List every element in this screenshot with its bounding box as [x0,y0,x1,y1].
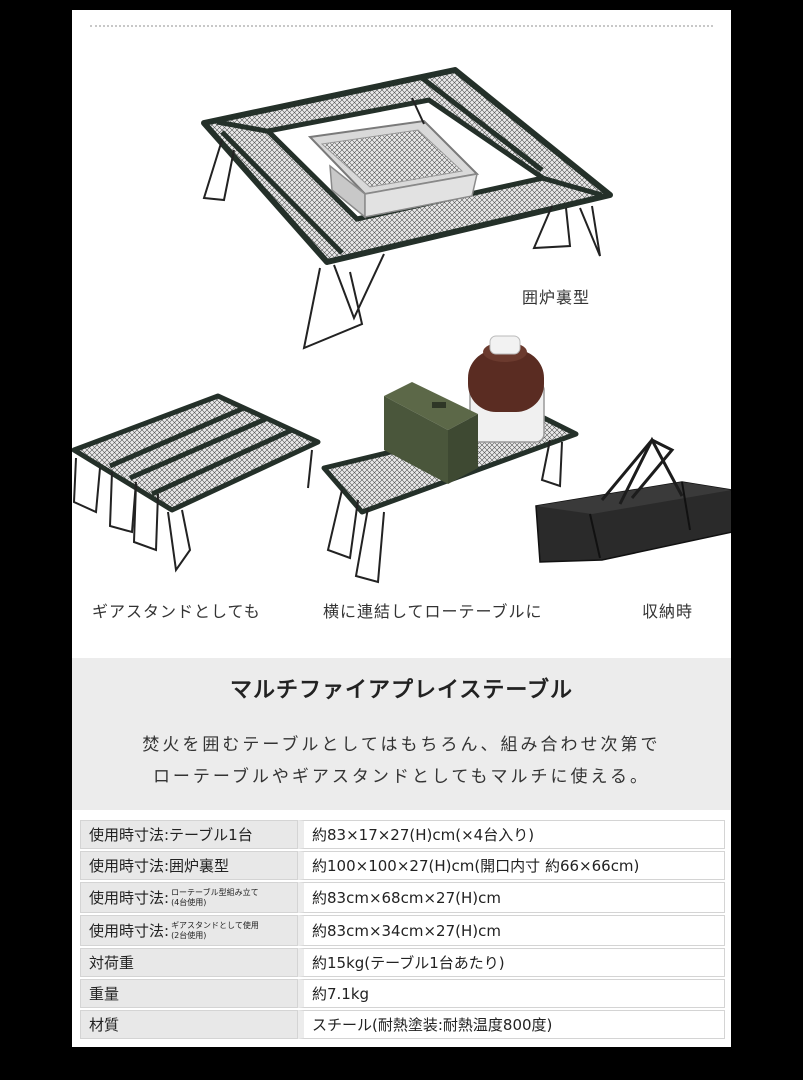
storage-bag-illustration [535,436,731,563]
spec-value: 約100×100×27(H)cm(開口内寸 約66×66cm) [298,851,725,880]
spec-label-note-line-2: (2台使用) [171,931,207,941]
spec-label-note-line-1: ローテーブル型組み立て [171,888,259,898]
product-title: マルチファイアプレイステーブル [229,678,574,703]
spec-value: スチール(耐熱塗装:耐熱温度800度) [298,1010,725,1039]
spec-label-note-line-1: ギアスタンドとして使用 [171,921,259,931]
spec-value: 約83cm×34cm×27(H)cm [298,915,725,946]
spec-value: 約83cm×68cm×27(H)cm [298,882,725,913]
product-illustrations [72,67,731,584]
product-card: 囲炉裏型 ギアスタンドとしても 横に連結してローテーブルに 収納時 マルチファイ… [72,10,731,1047]
spec-label: 重量 [80,979,298,1008]
product-description-line-1: 焚火を囲むテーブルとしてはもちろん、組み合わせ次第で [142,735,661,755]
spec-value: 約83×17×27(H)cm(×4台入り) [298,820,725,849]
spec-label: 使用時寸法:テーブル1台 [80,820,298,849]
spec-label: 使用時寸法:囲炉裏型 [80,851,298,880]
caption-storage: 収納時 [642,602,694,621]
spec-label-note-line-2: (4台使用) [171,898,207,908]
caption-gear-stand: ギアスタンドとしても [92,602,261,621]
spec-label-note: ギアスタンドとして使用(2台使用) [171,921,259,941]
caption-low-table: 横に連結してローテーブルに [323,602,543,621]
spec-row: 使用時寸法:囲炉裏型 約100×100×27(H)cm(開口内寸 約66×66c… [80,851,725,880]
caption-irori: 囲炉裏型 [522,288,591,307]
spec-label: 対荷重 [80,948,298,977]
dotted-divider [90,25,713,27]
spec-row: 使用時寸法:ギアスタンドとして使用(2台使用) 約83cm×34cm×27(H)… [80,915,725,946]
spec-label: 使用時寸法: [89,921,170,940]
spec-label-note: ローテーブル型組み立て(4台使用) [171,888,259,908]
product-description-line-2: ローテーブルやギアスタンドとしてもマルチに使える。 [152,767,651,787]
spec-table: 使用時寸法:テーブル1台 約83×17×27(H)cm(×4台入り) 使用時寸法… [80,818,725,1041]
spec-row: 重量 約7.1kg [80,979,725,1008]
gear-stand-illustration [72,393,321,573]
irori-table-illustration [201,67,613,350]
spec-row: 対荷重 約15kg(テーブル1台あたり) [80,948,725,977]
spec-value: 約15kg(テーブル1台あたり) [298,948,725,977]
product-intro-band: マルチファイアプレイステーブル 焚火を囲むテーブルとしてはもちろん、組み合わせ次… [72,658,731,810]
spec-label-cell: 使用時寸法:ギアスタンドとして使用(2台使用) [80,915,298,946]
spec-row: 使用時寸法:ローテーブル型組み立て(4台使用) 約83cm×68cm×27(H)… [80,882,725,913]
spec-row: 材質 スチール(耐熱塗装:耐熱温度800度) [80,1010,725,1039]
low-table-illustration [321,335,579,584]
spec-label-cell: 使用時寸法:ローテーブル型組み立て(4台使用) [80,882,298,913]
spec-value: 約7.1kg [298,979,725,1008]
spec-label: 使用時寸法: [89,888,170,907]
spec-label: 材質 [80,1010,298,1039]
spec-row: 使用時寸法:テーブル1台 約83×17×27(H)cm(×4台入り) [80,820,725,849]
